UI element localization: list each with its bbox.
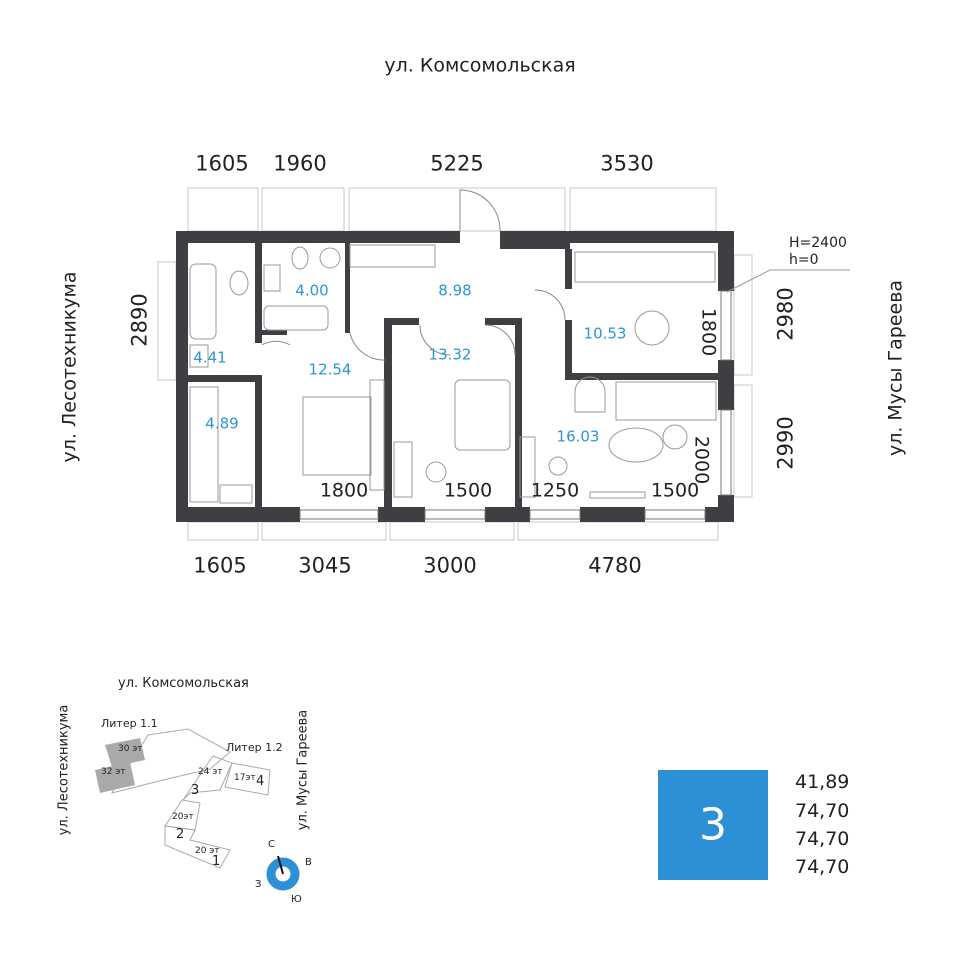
dim-left: 2890 (127, 293, 152, 347)
section-3: 3 (191, 783, 200, 798)
room-area-living: 16.03 (556, 427, 600, 446)
dim-window-living-right: 1500 (650, 479, 700, 502)
summary-value-1: 41,89 (795, 771, 850, 793)
street-right: ул. Мусы Гареева (884, 279, 907, 457)
floor-height: h=0 (789, 252, 819, 268)
ceiling-height: H=2400 (789, 235, 847, 251)
summary-value-2: 74,70 (795, 800, 850, 822)
floors-30: 30 эт (118, 744, 143, 754)
windows (299, 290, 732, 520)
street-left: ул. Лесотехникума (58, 271, 81, 463)
dim-top-2: 1960 (273, 151, 327, 176)
site-street-left: ул. Лесотехникума (56, 704, 72, 836)
section-4: 4 (256, 774, 265, 789)
room-area-kitchen: 10.53 (583, 324, 627, 343)
room-area-hall: 8.98 (438, 281, 472, 300)
dim-window-bedroom: 1800 (319, 479, 369, 502)
floors-20-b: 20 эт (195, 846, 220, 856)
room-area-bathroom-2: 4.41 (193, 348, 227, 367)
room-area-bedroom: 12.54 (308, 360, 352, 379)
dim-right-2: 2990 (773, 416, 798, 470)
floors-24: 24 эт (198, 767, 223, 777)
dim-window-room2: 1500 (443, 479, 493, 502)
rooms-count: 3 (699, 799, 727, 851)
section-2: 2 (176, 827, 185, 842)
floors-17: 17эт (234, 773, 256, 783)
dim-bottom-1: 1605 (193, 553, 247, 578)
summary-value-4: 74,70 (795, 856, 850, 878)
compass-east: В (305, 857, 312, 868)
dim-bottom-2: 3045 (298, 553, 352, 578)
site-street-top: ул. Комсомольская (118, 676, 249, 691)
site-plan (95, 728, 300, 891)
dim-top-3: 5225 (430, 151, 484, 176)
doors (261, 189, 566, 361)
dim-top-1: 1605 (195, 151, 249, 176)
compass-icon (266, 857, 300, 891)
floors-20-a: 20эт (172, 812, 194, 822)
site-street-right: ул. Мусы Гареева (295, 709, 311, 831)
dim-window-living-left: 1250 (530, 479, 580, 502)
street-top: ул. Комсомольская (384, 54, 576, 77)
dim-window-kitchen: 1800 (697, 307, 720, 357)
furniture (189, 244, 717, 504)
section-1: 1 (212, 854, 221, 869)
dim-right-1: 2980 (773, 287, 798, 341)
dim-bottom-4: 4780 (588, 553, 642, 578)
height-leader-line (726, 269, 850, 293)
dim-bottom-3: 3000 (423, 553, 477, 578)
floors-32: 32 эт (101, 767, 126, 777)
walls (176, 231, 734, 522)
summary-value-3: 74,70 (795, 828, 850, 850)
compass-west: З (255, 879, 262, 890)
liter-1-label: Литер 1.1 (101, 717, 158, 730)
room-area-room-2: 13.32 (428, 345, 472, 364)
room-area-bathroom-1: 4.00 (295, 281, 329, 300)
dim-top-4: 3530 (600, 151, 654, 176)
compass-north: С (268, 839, 275, 850)
compass-south: Ю (291, 894, 302, 905)
dim-window-living-side: 2000 (690, 435, 713, 485)
liter-2-label: Литер 1.2 (226, 741, 283, 754)
room-area-closet: 4.89 (205, 414, 239, 433)
rooms-count-badge: 3 (658, 770, 768, 880)
